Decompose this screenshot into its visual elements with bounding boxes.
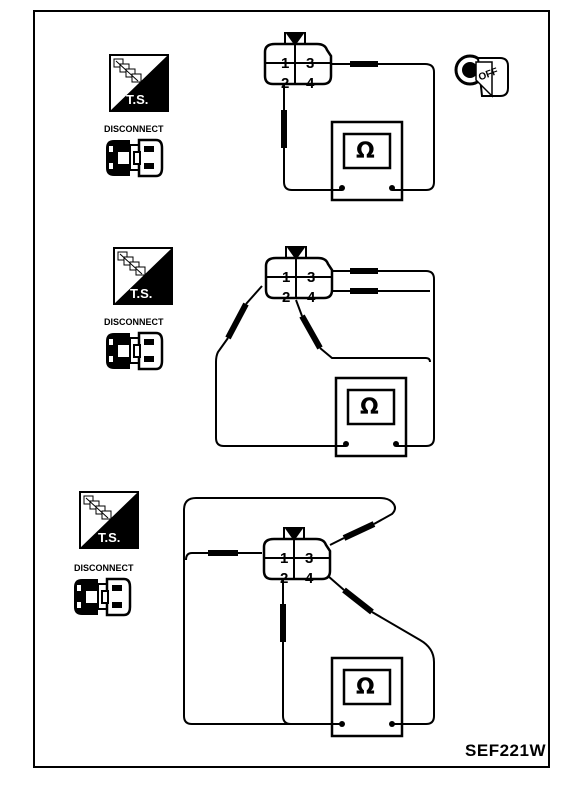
harness-connector-icon — [263, 30, 333, 86]
ts-label: T.S. — [130, 286, 152, 301]
pin-1-label: 1 — [280, 550, 288, 567]
pin-2-label: 2 — [280, 570, 288, 587]
connector-disconnect-icon — [104, 331, 164, 371]
pin-4-label: 4 — [307, 289, 316, 306]
pin-3-label: 3 — [307, 269, 315, 286]
ohm-symbol: Ω — [356, 139, 375, 164]
pin-2-label: 2 — [281, 75, 289, 92]
pin-3-label: 3 — [305, 550, 313, 567]
probe-lead — [281, 110, 287, 148]
probe-lead — [225, 302, 249, 340]
diagram-frame — [33, 10, 550, 768]
probe-lead — [342, 587, 374, 615]
probe-lead — [280, 604, 286, 642]
ts-label: T.S. — [98, 530, 120, 545]
probe-wires — [283, 63, 435, 191]
probe-lead — [342, 521, 376, 541]
connector-disconnect-icon — [104, 138, 164, 178]
ts-label: T.S. — [126, 92, 148, 107]
ignition-key-icon: OFF — [454, 54, 509, 98]
disconnect-label: DISCONNECT — [74, 563, 134, 573]
harness-connector-icon — [262, 525, 332, 581]
panel-2: T.S. DISCONNECT 1 3 2 4 Ω — [104, 244, 435, 458]
probe-lead — [208, 550, 238, 556]
disconnect-label: DISCONNECT — [104, 317, 164, 327]
harness-connector-icon — [264, 244, 334, 300]
connector-disconnect-icon — [72, 577, 132, 617]
panel-1: T.S. DISCONNECT 1 3 2 4 Ω OFF — [104, 30, 509, 202]
probe-wires — [183, 497, 435, 725]
ohm-symbol: Ω — [360, 395, 379, 420]
panel-3: T.S. DISCONNECT 1 3 2 4 Ω — [72, 491, 435, 738]
figure-code: SEF221W — [465, 741, 546, 760]
probe-lead — [350, 61, 378, 67]
ohm-symbol: Ω — [356, 675, 375, 700]
probe-wires — [215, 270, 435, 447]
pin-4-label: 4 — [305, 570, 314, 587]
probe-lead — [350, 288, 378, 294]
disconnect-label: DISCONNECT — [104, 124, 164, 134]
probe-lead — [350, 268, 378, 274]
pin-4-label: 4 — [306, 75, 315, 92]
pin-3-label: 3 — [306, 55, 314, 72]
pin-2-label: 2 — [282, 289, 290, 306]
pin-1-label: 1 — [282, 269, 290, 286]
pin-1-label: 1 — [281, 55, 289, 72]
probe-lead — [299, 314, 323, 350]
